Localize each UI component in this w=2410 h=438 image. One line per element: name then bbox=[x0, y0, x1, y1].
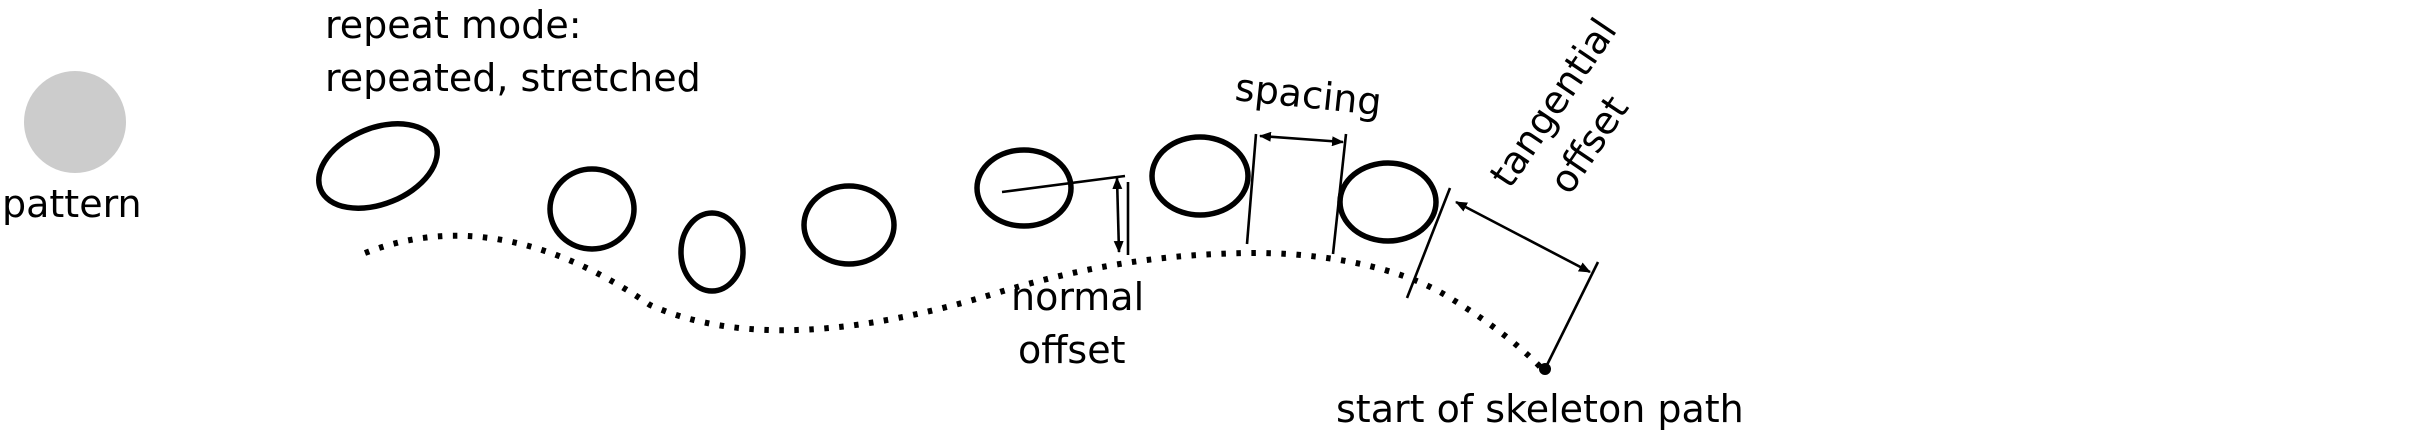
spacing-tick-left bbox=[1245, 133, 1258, 245]
pattern-copy-6 bbox=[1149, 134, 1251, 218]
normal-offset-reference-line bbox=[1001, 174, 1126, 194]
skeleton-path bbox=[363, 232, 1548, 375]
tangential-offset-label: tangential offset bbox=[1481, 0, 1676, 224]
pattern-copy-4 bbox=[801, 183, 897, 267]
spacing-label: spacing bbox=[1233, 65, 1384, 124]
tangential-offset-arrow bbox=[1455, 200, 1591, 274]
pattern-copy-7 bbox=[1337, 160, 1439, 244]
pattern-copy-5 bbox=[974, 147, 1074, 229]
tangential-tick-far bbox=[1543, 261, 1600, 370]
pattern-copy-2 bbox=[547, 166, 637, 252]
repeat-mode-line1: repeat mode: bbox=[325, 3, 582, 47]
normal-offset-label: normal offset bbox=[1011, 275, 1156, 372]
repeat-mode-line2: repeated, stretched bbox=[325, 56, 701, 100]
pattern-swatch bbox=[24, 71, 126, 173]
normal-offset-line1: normal bbox=[1011, 275, 1144, 319]
spacing-arrow bbox=[1259, 131, 1344, 147]
normal-offset-arrow bbox=[1112, 177, 1124, 253]
repeat-mode-label: repeat mode: repeated, stretched bbox=[325, 3, 701, 100]
pattern-copy-3 bbox=[678, 210, 746, 294]
spacing-tick-right bbox=[1331, 133, 1348, 255]
pattern-copy-1 bbox=[316, 121, 440, 211]
pattern-label: pattern bbox=[2, 182, 142, 226]
start-of-skeleton-path-label: start of skeleton path bbox=[1336, 387, 1744, 431]
normal-offset-line2: offset bbox=[1018, 328, 1126, 372]
tangential-tick-near bbox=[1405, 187, 1452, 299]
